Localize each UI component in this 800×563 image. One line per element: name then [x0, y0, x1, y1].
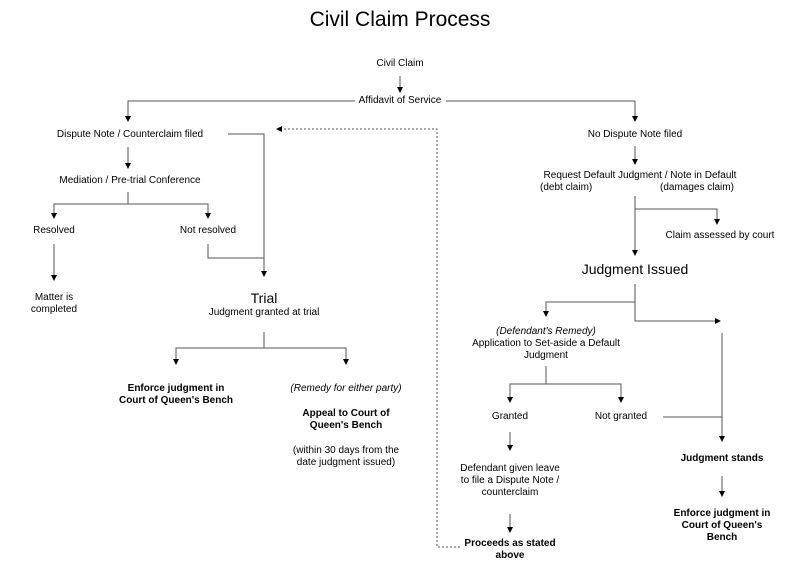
arrowhead — [276, 126, 282, 132]
connector — [125, 100, 355, 122]
node-damages-claim: (damages claim) — [660, 182, 734, 193]
connector — [128, 203, 211, 219]
node-judgment-granted-at-trial: Judgment granted at trial — [208, 307, 320, 318]
node-defendants-remedy: (Defendant's Remedy) — [496, 326, 596, 337]
connector — [173, 347, 264, 365]
node-not-resolved: Not resolved — [179, 225, 237, 236]
node-judgment-stands: Judgment stands — [680, 453, 764, 464]
node-debt-claim: (debt claim) — [540, 182, 593, 193]
node-judgment-issued: Judgment Issued — [581, 261, 689, 277]
page-title: Civil Claim Process — [309, 8, 491, 31]
connector — [228, 133, 265, 258]
node-remedy-either-party: (Remedy for either party) — [290, 383, 402, 394]
node-appeal-deadline: (within 30 days from the date judgment i… — [292, 445, 400, 468]
node-defendant-leave: Defendant given leave to file a Dispute … — [460, 463, 560, 498]
connector — [207, 244, 267, 277]
node-matter-completed: Matter is completed — [30, 292, 78, 315]
node-request-default-judgment: Request Default Judgment / Note in Defau… — [543, 170, 737, 181]
connector — [51, 203, 128, 219]
node-no-dispute-note: No Dispute Note filed — [587, 129, 683, 140]
connector — [634, 302, 721, 324]
connector — [446, 100, 638, 122]
node-proceeds-as-stated: Proceeds as stated above — [464, 538, 556, 561]
node-enforce-judgment-right: Enforce judgment in Court of Queen's Ben… — [673, 508, 771, 543]
connector — [546, 383, 624, 403]
connector — [635, 208, 720, 225]
node-resolved: Resolved — [33, 225, 75, 236]
connector — [507, 383, 546, 403]
node-mediation: Mediation / Pre-trial Conference — [59, 175, 201, 186]
node-set-aside-application: Application to Set-aside a Default Judgm… — [472, 338, 620, 361]
node-trial: Trial — [250, 290, 278, 306]
node-appeal: Appeal to Court of Queen's Bench — [302, 408, 390, 431]
dotted-return-connector — [282, 128, 460, 548]
node-enforce-judgment-left: Enforce judgment in Court of Queen's Ben… — [118, 383, 234, 406]
node-not-granted: Not granted — [594, 411, 648, 422]
node-affidavit-of-service: Affidavit of Service — [358, 95, 442, 106]
node-granted: Granted — [491, 411, 529, 422]
connector — [264, 347, 349, 365]
connector — [543, 301, 635, 317]
node-dispute-note-filed: Dispute Note / Counterclaim filed — [56, 129, 204, 140]
node-civil-claim: Civil Claim — [376, 58, 424, 69]
node-claim-assessed: Claim assessed by court — [665, 230, 775, 241]
